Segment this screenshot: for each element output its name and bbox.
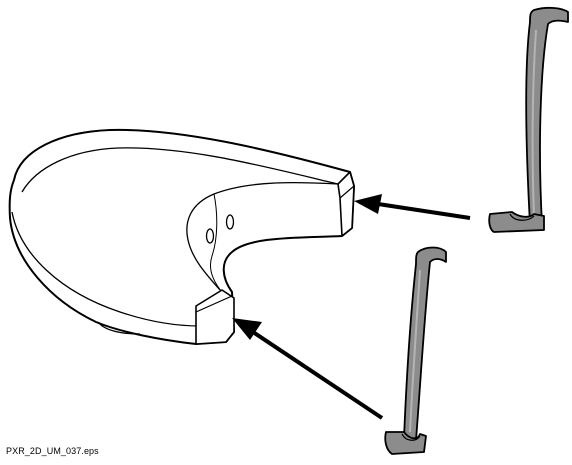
screw-hole-1 [207, 229, 214, 243]
lower-side-support [385, 248, 446, 455]
lower-support-foot [385, 432, 426, 454]
upper-insertion-arrow [354, 194, 470, 218]
chin-rest-base [10, 130, 354, 344]
upper-side-support [489, 8, 568, 232]
lower-insertion-arrow [232, 318, 382, 418]
screw-hole-2 [227, 215, 234, 229]
upper-support-foot [489, 212, 544, 232]
chin-rest-body [10, 130, 354, 344]
figure-caption: PXR_2D_UM_037.eps [6, 446, 99, 456]
